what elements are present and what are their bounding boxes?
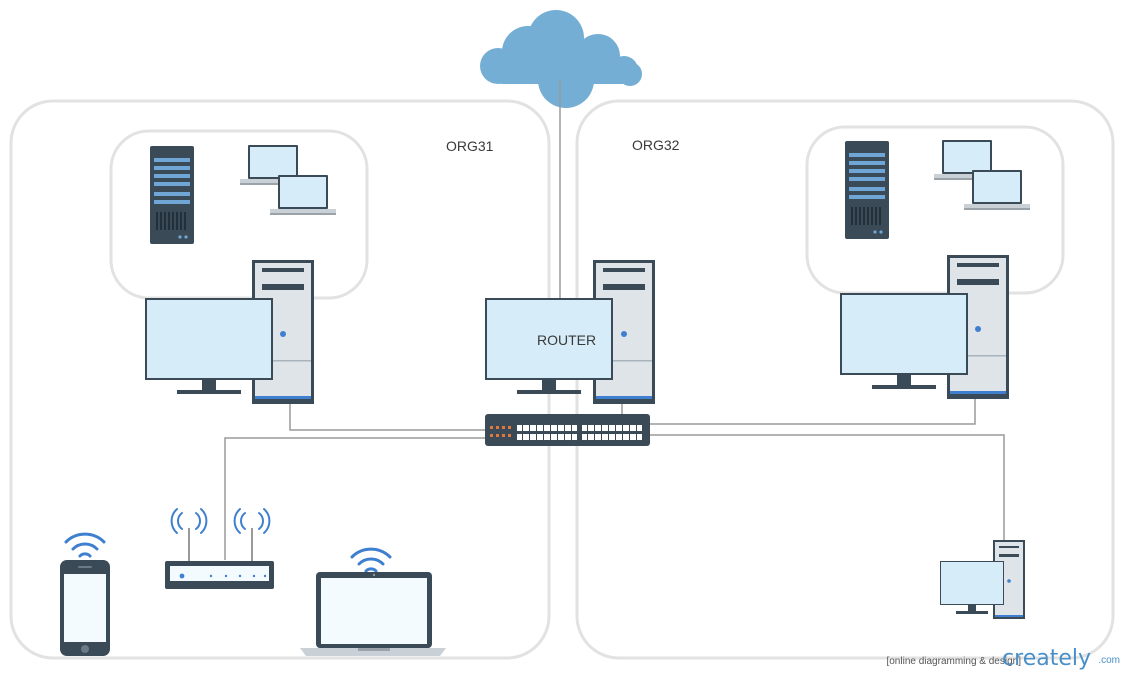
desktop-computer-icon [145,298,273,394]
smartphone-icon [60,560,110,656]
wifi-router-icon [165,508,274,589]
wifi-signal-icon [350,547,392,573]
server-icon [150,146,194,244]
org31-label: ORG31 [446,138,494,154]
connection-lines [224,399,1005,560]
wifi-signal-icon [64,532,106,558]
desktop-computer-icon [840,293,968,389]
watermark-tagline: [online diagramming & design] [886,656,1021,667]
server-icon [845,141,889,239]
cloud-icon [480,10,642,108]
laptop-icon [964,170,1030,210]
network-switch-icon [485,414,650,446]
watermark-brand: creately [1002,646,1091,671]
watermark-tld: .com [1098,655,1120,666]
org32-label: ORG32 [632,137,680,153]
router-label: ROUTER [537,332,597,348]
laptop-icon [300,572,446,656]
laptop-icon [270,175,336,215]
desktop-computer-icon [940,540,1025,619]
